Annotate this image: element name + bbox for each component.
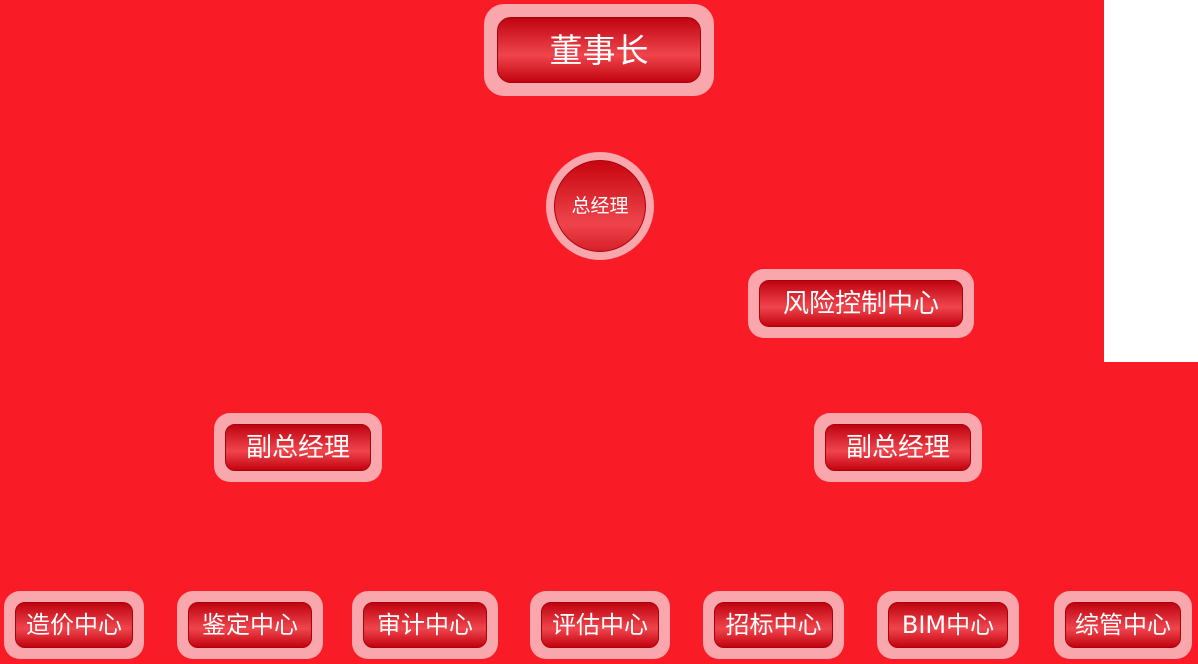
node-risk-control-center-label: 风险控制中心	[759, 280, 963, 327]
node-deputy-gm-right[interactable]: 副总经理	[814, 413, 982, 482]
node-chairman[interactable]: 董事长	[484, 4, 714, 96]
node-dept-bim-center[interactable]: BIM中心	[877, 591, 1019, 659]
node-dept-evaluation-center-label: 评估中心	[541, 602, 659, 648]
node-dept-general-management-center-label: 综管中心	[1065, 602, 1181, 648]
node-deputy-gm-right-label: 副总经理	[825, 424, 971, 471]
node-deputy-gm-left-label: 副总经理	[225, 424, 371, 471]
node-risk-control-center[interactable]: 风险控制中心	[748, 269, 974, 338]
node-deputy-gm-left[interactable]: 副总经理	[214, 413, 382, 482]
node-dept-evaluation-center[interactable]: 评估中心	[530, 591, 670, 659]
node-dept-audit-center[interactable]: 审计中心	[352, 591, 498, 659]
node-dept-audit-center-label: 审计中心	[363, 602, 487, 648]
node-dept-bim-center-label: BIM中心	[888, 602, 1008, 648]
node-dept-bidding-center[interactable]: 招标中心	[703, 591, 844, 659]
node-dept-cost-center-label: 造价中心	[15, 602, 133, 648]
node-general-manager-label: 总经理	[554, 160, 646, 252]
node-dept-general-management-center[interactable]: 综管中心	[1054, 591, 1192, 659]
corner-white-panel	[1104, 0, 1198, 362]
node-dept-appraisal-center-label: 鉴定中心	[188, 602, 312, 648]
node-chairman-label: 董事长	[497, 17, 701, 83]
node-dept-appraisal-center[interactable]: 鉴定中心	[177, 591, 323, 659]
node-dept-cost-center[interactable]: 造价中心	[4, 591, 144, 659]
node-general-manager[interactable]: 总经理	[546, 152, 654, 260]
node-dept-bidding-center-label: 招标中心	[714, 602, 833, 648]
